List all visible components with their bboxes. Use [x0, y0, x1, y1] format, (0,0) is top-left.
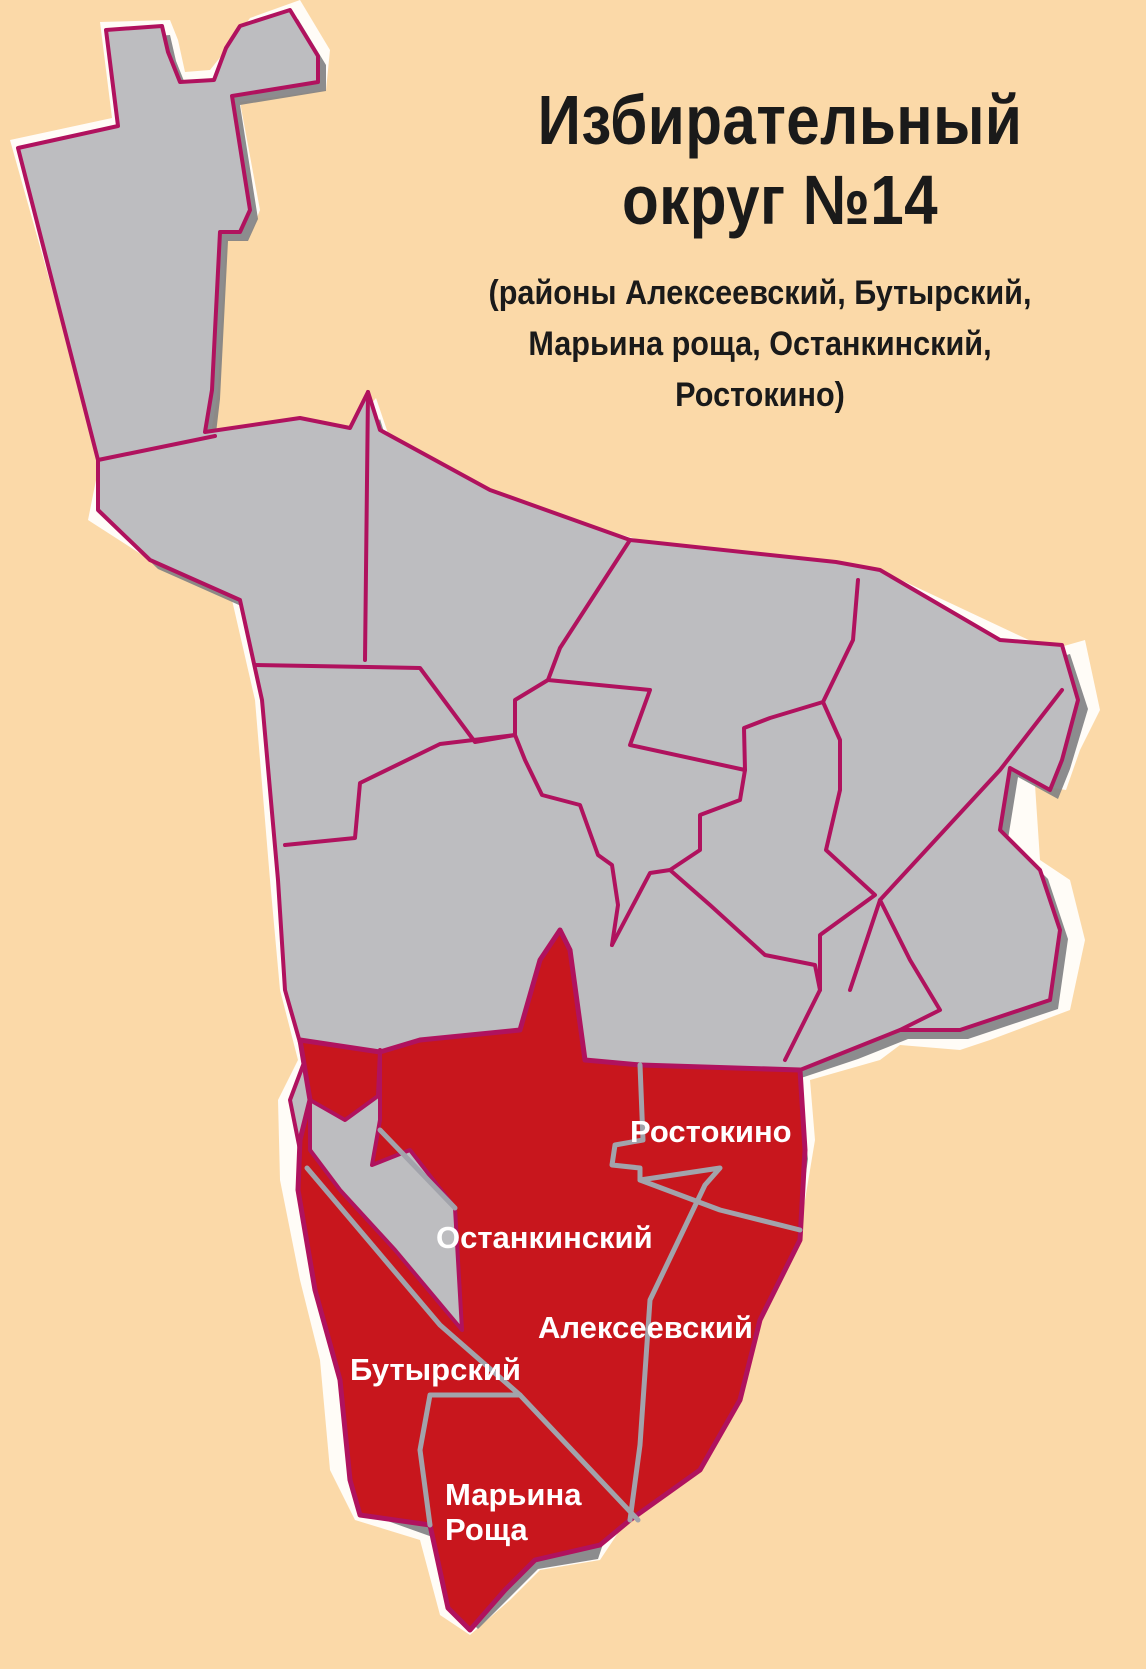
subtitle-line-1: (районы Алексеевский, Бутырский, [488, 274, 1032, 312]
subtitle-line-3: Ростокино) [675, 376, 845, 414]
gray-districts-base [16, 8, 1080, 1152]
subtitle-line-2: Марьина роща, Останкинский, [528, 325, 992, 363]
selected-district-boundaries [304, 1062, 803, 1528]
map-subtitle: (районы Алексеевский, Бутырский, Марьина… [430, 268, 1090, 421]
map-title: Избирательный округ №14 [470, 80, 1090, 240]
title-line-1: Избирательный [537, 81, 1023, 159]
label-butyrsky: Бутырский [350, 1352, 521, 1387]
label-marina-roshcha-line2: Роща [445, 1512, 528, 1547]
label-ostankinsky: Останкинский [436, 1220, 653, 1255]
selected-districts [295, 927, 808, 1633]
label-marina-roshcha-line1: Марьина [445, 1477, 582, 1512]
label-rostokino: Ростокино [630, 1114, 792, 1149]
label-alekseevsky: Алексеевский [538, 1310, 753, 1345]
gray-notch [308, 1048, 464, 1332]
title-line-2: округ №14 [621, 161, 939, 239]
gray-district-boundaries [96, 390, 1064, 1062]
